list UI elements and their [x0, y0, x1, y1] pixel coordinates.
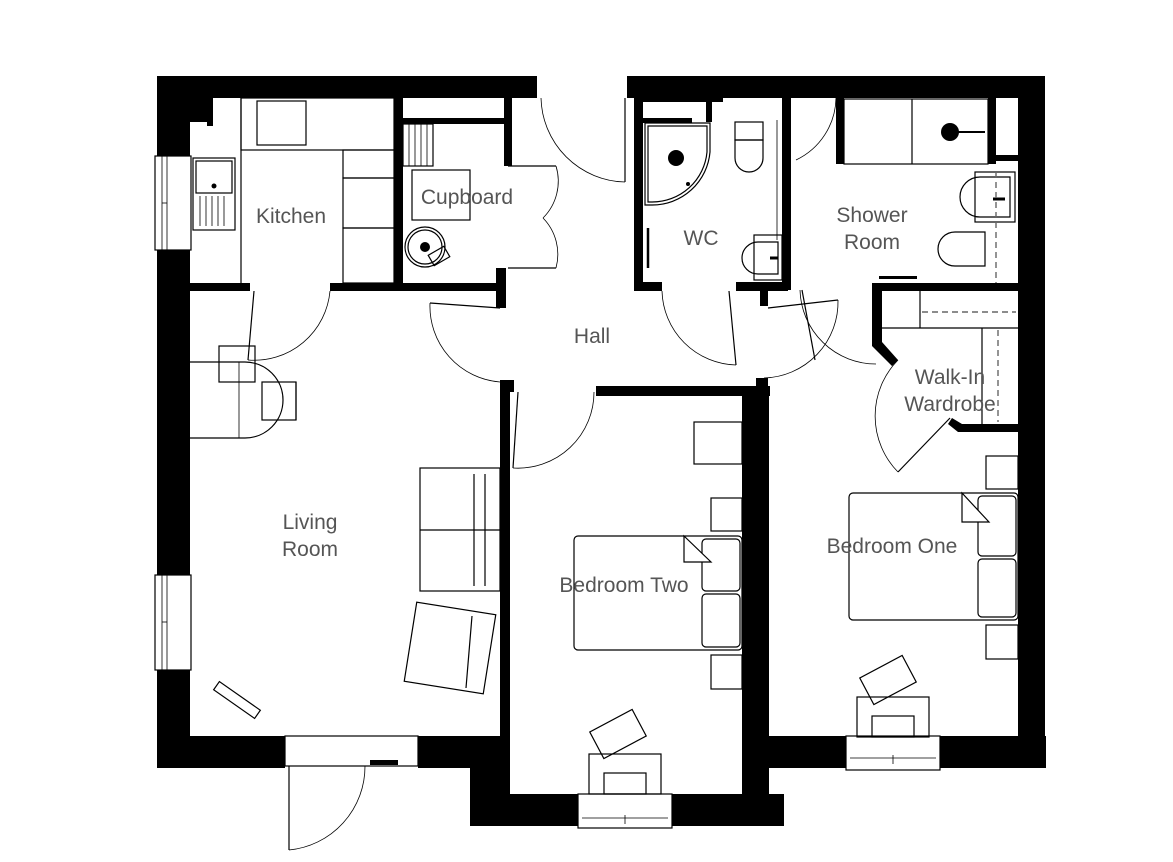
living-room-furniture — [190, 345, 501, 720]
label-cupboard: Cupboard — [421, 186, 513, 209]
label-hall: Hall — [574, 325, 610, 348]
label-wardrobe-line1: Walk-In — [915, 366, 985, 389]
bedroom-two-furniture — [573, 421, 743, 795]
windows — [154, 155, 941, 851]
kitchen-fixtures — [192, 97, 395, 284]
room-labels: Kitchen Cupboard WC Shower Room Hall Wal… — [256, 186, 996, 597]
walls — [157, 76, 1046, 826]
wc-fixtures — [644, 120, 783, 281]
label-wc: WC — [684, 227, 719, 250]
cupboard-fixtures — [402, 123, 471, 268]
label-living-room-line2: Room — [282, 538, 338, 561]
doors — [247, 97, 951, 473]
label-shower-room-line2: Room — [844, 231, 900, 254]
label-wardrobe-line2: Wardrobe — [904, 393, 995, 416]
shower-room-fixtures — [843, 98, 1016, 283]
bedroom-one-furniture — [848, 455, 1019, 738]
label-kitchen: Kitchen — [256, 205, 326, 228]
label-bedroom-one: Bedroom One — [827, 535, 958, 558]
label-bedroom-two: Bedroom Two — [559, 574, 688, 597]
label-shower-room-line1: Shower — [836, 204, 907, 227]
wardrobe-fixtures — [882, 291, 1018, 424]
label-living-room-line1: Living — [283, 511, 338, 534]
